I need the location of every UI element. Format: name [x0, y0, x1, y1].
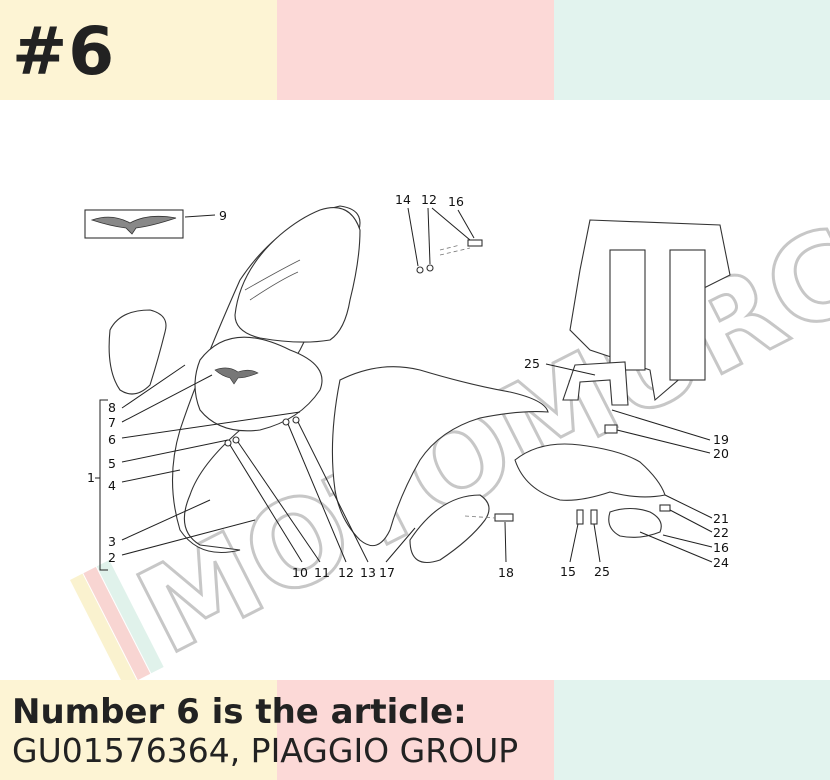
fairing-detail-lines [244, 259, 301, 301]
washer-14 [416, 266, 424, 274]
eagle-icon [90, 215, 177, 235]
leader-lines [95, 207, 713, 571]
caption-band-mint [554, 680, 830, 780]
callout-21: 21 [713, 511, 729, 526]
callout-3: 3 [108, 534, 116, 549]
callout-11: 11 [314, 565, 330, 580]
callout-9: 9 [219, 208, 227, 223]
screw-axis-18 [464, 515, 496, 519]
front-fairing-assembly [108, 205, 549, 564]
callout-13: 13 [360, 565, 376, 580]
nut-13 [292, 416, 300, 424]
callout-20: 20 [713, 446, 729, 461]
caption-article-code: GU01576364, PIAGGIO GROUP [12, 731, 519, 770]
callout-8: 8 [108, 400, 116, 415]
washer-12 [426, 264, 434, 272]
callout-12-top: 12 [421, 192, 437, 207]
screw-18 [494, 513, 514, 522]
callout-15: 15 [560, 564, 576, 579]
callout-5: 5 [108, 456, 116, 471]
screw-25b [590, 509, 598, 525]
windscreen [234, 206, 361, 343]
mirror-cover [108, 309, 167, 395]
screw-16 [467, 239, 483, 247]
callout-14: 14 [395, 192, 411, 207]
watermark-stripe-mint [96, 560, 164, 674]
fairing-eagle-icon [214, 367, 259, 385]
bracket-25 [562, 361, 629, 406]
side-cover-18 [409, 494, 490, 564]
screw-15 [576, 509, 584, 525]
callout-25-bottom: 25 [594, 564, 610, 579]
fork-and-bracket-assembly [514, 219, 731, 538]
watermark-stripe-yellow [70, 573, 137, 680]
callout-22: 22 [713, 525, 729, 540]
callout-25-top: 25 [524, 356, 540, 371]
callout-1: 1 [87, 470, 95, 485]
callout-6: 6 [108, 432, 116, 447]
header-band-mint [554, 0, 830, 100]
nut-22 [659, 504, 671, 512]
washer-11 [232, 436, 240, 444]
header-band [0, 0, 830, 100]
caption-band-yellow [0, 680, 277, 780]
clip-20 [604, 424, 618, 434]
fairing-side-panel [194, 336, 323, 432]
callout-18: 18 [498, 565, 514, 580]
callout-labels: 9 14 12 16 8 7 6 5 1 4 3 2 10 11 12 13 1… [87, 192, 729, 580]
eagle-decal-part [84, 209, 184, 239]
callout-16-right: 16 [713, 540, 729, 555]
watermark-stripe-pink [83, 566, 151, 680]
decal-frame [84, 209, 184, 239]
screw-axis-16 [439, 244, 471, 256]
callout-4: 4 [108, 478, 116, 493]
plate-24 [608, 507, 662, 538]
parts-diagram: MOTOMURCIA [70, 137, 830, 680]
washer-12b [282, 418, 290, 426]
header-band-yellow [0, 0, 277, 100]
fairing-lower-panel [331, 366, 549, 547]
callout-2: 2 [108, 550, 116, 565]
callout-19: 19 [713, 432, 729, 447]
callout-16-top: 16 [448, 194, 464, 209]
callout-10: 10 [292, 565, 308, 580]
caption-title: Number 6 is the article: [12, 692, 467, 732]
item-number-heading: #6 [12, 13, 116, 90]
fork-tube-right [669, 249, 706, 381]
callout-12-bottom: 12 [338, 565, 354, 580]
caption-band [0, 680, 830, 780]
callout-24: 24 [713, 555, 729, 570]
callout-17: 17 [379, 565, 395, 580]
fork-tube-left [609, 249, 646, 371]
header-band-pink [277, 0, 554, 100]
callout-7: 7 [108, 415, 116, 430]
caption-band-pink [277, 680, 554, 780]
